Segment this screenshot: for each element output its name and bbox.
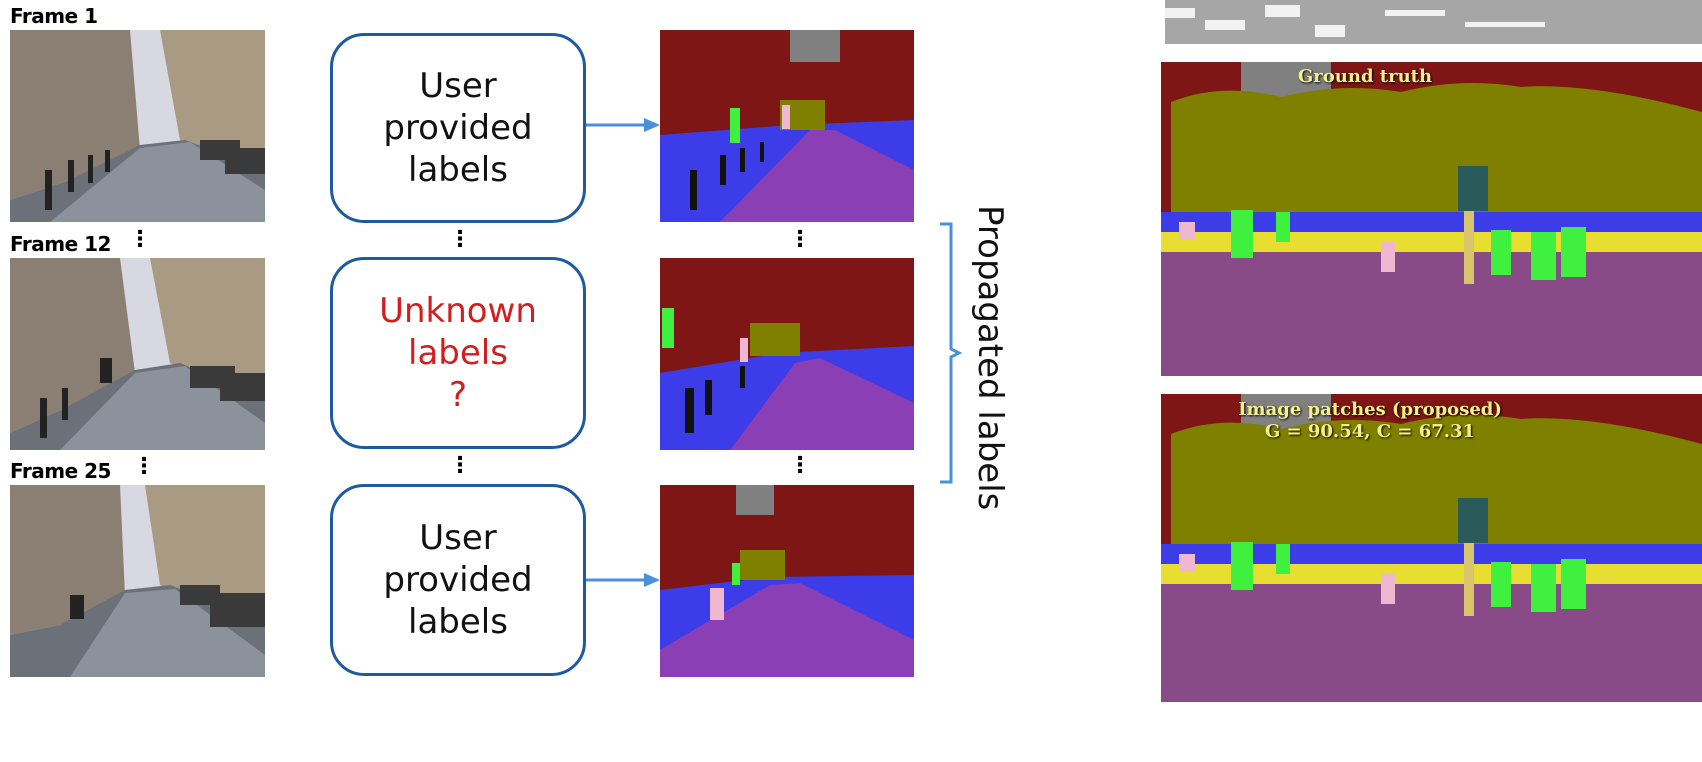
segmentation-map-frame-1	[660, 30, 914, 222]
user-provided-labels-box-bottom: User provided labels	[330, 484, 586, 676]
propagation-bracket	[940, 222, 963, 484]
street-photo-frame-12	[10, 258, 265, 450]
unknown-labels-box: Unknown labels ?	[330, 257, 586, 449]
street-photo-frame-25	[10, 485, 265, 677]
seg-ellipsis-1: ⋮	[789, 227, 811, 252]
frame-1-label: Frame 1	[10, 4, 98, 28]
box-ellipsis-1: ⋮	[449, 227, 471, 252]
frame-12-ellipsis: ⋮	[129, 227, 151, 252]
user-provided-labels-text-top: User provided labels	[383, 66, 533, 190]
street-photo-frame-1	[10, 30, 265, 222]
proposed-title: Image patches (proposed) G = 90.54, C = …	[1238, 399, 1502, 442]
arrow-top	[586, 118, 660, 132]
ground-truth-title: Ground truth	[1297, 66, 1433, 87]
unknown-labels-text: Unknown labels ?	[379, 291, 537, 415]
proposed-panel	[1161, 394, 1702, 702]
frame-25-label: Frame 25	[10, 459, 111, 483]
user-provided-labels-box-top: User provided labels	[330, 33, 586, 223]
seg-ellipsis-2: ⋮	[789, 453, 811, 478]
segmentation-map-frame-12	[660, 258, 914, 450]
box-ellipsis-2: ⋮	[449, 453, 471, 478]
arrow-bottom	[586, 573, 660, 587]
ground-truth-panel	[1161, 62, 1702, 376]
propagated-labels-title: Propagated labels	[970, 205, 1010, 511]
top-strip-image	[1165, 0, 1702, 44]
frame-12-label: Frame 12	[10, 232, 111, 256]
frame-25-ellipsis: ⋮	[133, 454, 155, 479]
segmentation-map-frame-25	[660, 485, 914, 677]
user-provided-labels-text-bottom: User provided labels	[383, 518, 533, 642]
